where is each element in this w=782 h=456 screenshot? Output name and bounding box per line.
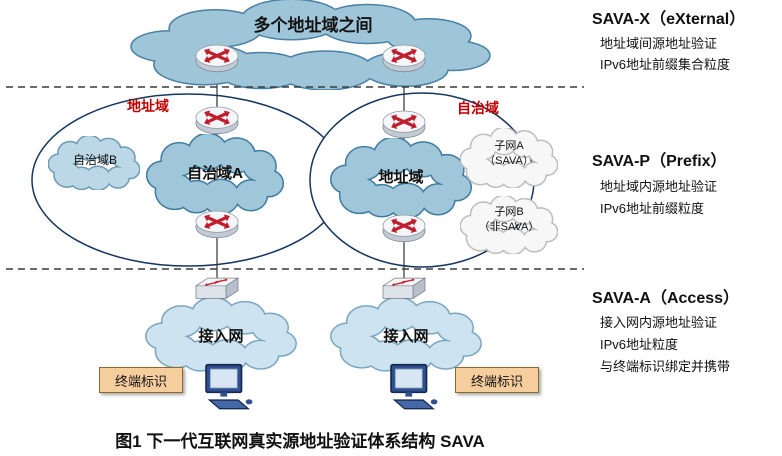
subnet-b-line2: （非SAVA） — [478, 221, 540, 233]
figure-caption: 图1 下一代互联网真实源地址验证体系结构 SAVA — [115, 432, 485, 451]
computer-icon — [205, 363, 254, 410]
sava-a-line3: 与终端标识绑定并携带 — [600, 359, 731, 374]
sava-p-line1: 地址域内源地址验证 — [600, 179, 718, 194]
sava-a-title: SAVA-A（Access） — [592, 290, 740, 307]
access-network-left-label: 接入网 — [198, 328, 244, 345]
autonomous-a-label: 自治域A — [187, 165, 243, 182]
inter-domain-cloud-label: 多个地址域之间 — [253, 16, 373, 35]
subnet-b-line1: 子网B — [494, 206, 524, 218]
subnet-a-line2: （SAVA） — [484, 155, 534, 167]
access-network-right-label: 接入网 — [383, 328, 429, 345]
subnet-b-label: 子网B （非SAVA） — [464, 205, 554, 235]
sava-x-line1: 地址域间源地址验证 — [600, 36, 718, 51]
sava-p-line2: IPv6地址前缀粒度 — [600, 201, 705, 216]
terminal-id-left-label: 终端标识 — [114, 373, 167, 389]
sava-a-line2: IPv6地址粒度 — [600, 337, 679, 352]
computer-icon — [390, 363, 439, 410]
autonomous-b-label: 自治域B — [72, 153, 117, 167]
subnet-a-line1: 子网A — [494, 140, 524, 152]
router-icon — [383, 215, 425, 242]
router-icon — [383, 111, 425, 138]
router-icon — [196, 107, 238, 134]
sava-x-line2: IPv6地址前缀集合粒度 — [600, 57, 731, 72]
terminal-id-right-box: 终端标识 — [455, 367, 539, 393]
switch-icon — [196, 278, 238, 298]
switch-icon — [383, 278, 425, 298]
sava-a-line1: 接入网内源地址验证 — [600, 315, 718, 330]
right-domain-tag: 自治域 — [457, 100, 499, 116]
router-icon — [383, 45, 425, 72]
subnet-a-label: 子网A （SAVA） — [464, 139, 554, 169]
router-icon — [196, 211, 238, 238]
left-domain-tag: 地址域 — [127, 98, 169, 114]
terminal-id-left-box: 终端标识 — [99, 367, 183, 393]
sava-x-title: SAVA-X（eXternal） — [592, 11, 746, 28]
address-domain-label: 地址域 — [378, 169, 424, 186]
terminal-id-right-label: 终端标识 — [470, 373, 523, 389]
sava-p-title: SAVA-P（Prefix） — [592, 153, 727, 170]
router-icon — [196, 45, 238, 72]
